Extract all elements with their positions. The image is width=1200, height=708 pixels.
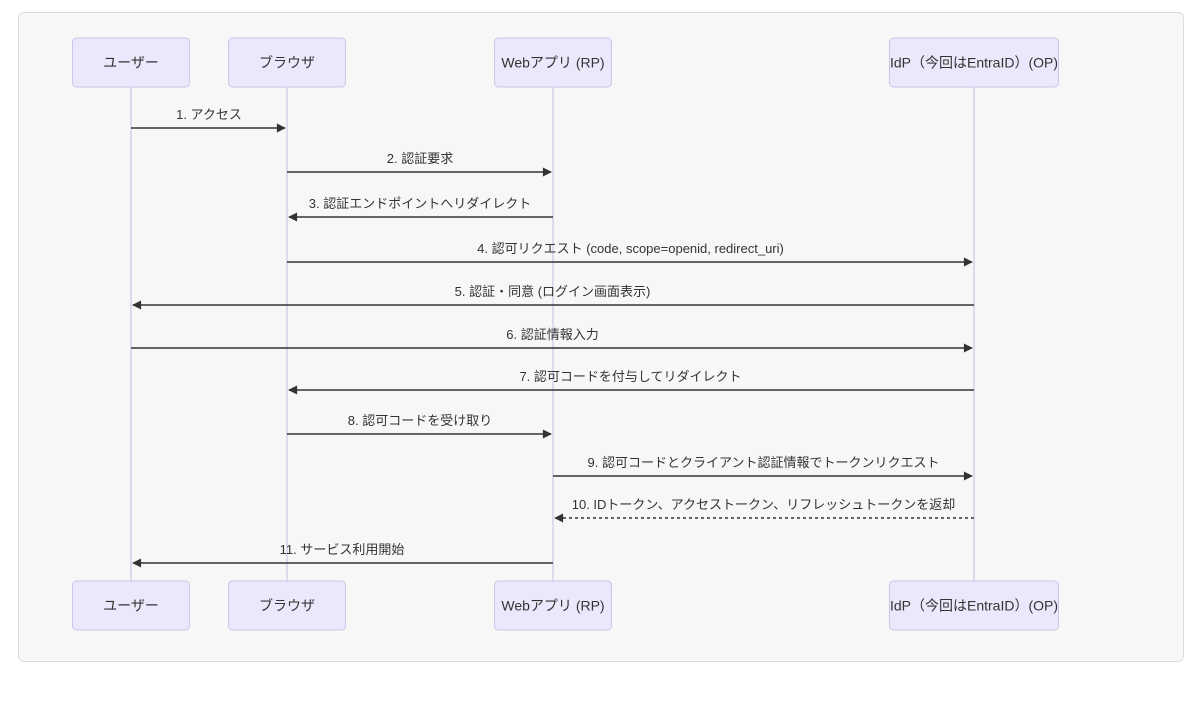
- message-9: 9. 認可コードとクライアント認証情報でトークンリクエスト: [553, 455, 973, 481]
- message-label: 10. IDトークン、アクセストークン、リフレッシュトークンを返却: [572, 497, 955, 512]
- message-6: 6. 認証情報入力: [131, 327, 973, 353]
- message-2: 2. 認証要求: [287, 151, 552, 177]
- message-3: 3. 認証エンドポイントへリダイレクト: [288, 196, 553, 222]
- actor-label-user: ユーザー: [103, 55, 159, 71]
- actor-label-webapp: Webアプリ (RP): [501, 598, 604, 614]
- actor-label-browser: ブラウザ: [259, 55, 315, 71]
- message-1: 1. アクセス: [131, 107, 286, 133]
- message-label: 4. 認可リクエスト (code, scope=openid, redirect…: [477, 241, 784, 256]
- message-label: 2. 認証要求: [387, 151, 453, 166]
- actor-webapp-bottom: Webアプリ (RP): [494, 580, 612, 631]
- actor-label-browser: ブラウザ: [259, 598, 315, 614]
- actor-webapp-top: Webアプリ (RP): [494, 37, 612, 88]
- message-8: 8. 認可コードを受け取り: [287, 413, 552, 439]
- message-5: 5. 認証・同意 (ログイン画面表示): [132, 284, 974, 310]
- message-11: 11. サービス利用開始: [132, 542, 553, 568]
- actor-browser-bottom: ブラウザ: [228, 580, 346, 631]
- actor-browser-top: ブラウザ: [228, 37, 346, 88]
- message-label: 9. 認可コードとクライアント認証情報でトークンリクエスト: [588, 455, 940, 470]
- actor-user-bottom: ユーザー: [72, 580, 190, 631]
- actor-idp-top: IdP（今回はEntraID）(OP): [889, 37, 1059, 88]
- message-7: 7. 認可コードを付与してリダイレクト: [288, 369, 974, 395]
- message-label: 6. 認証情報入力: [506, 327, 598, 342]
- actor-user-top: ユーザー: [72, 37, 190, 88]
- message-label: 7. 認可コードを付与してリダイレクト: [519, 369, 741, 384]
- actor-label-idp: IdP（今回はEntraID）(OP): [890, 598, 1058, 614]
- message-4: 4. 認可リクエスト (code, scope=openid, redirect…: [287, 241, 973, 267]
- message-10: 10. IDトークン、アクセストークン、リフレッシュトークンを返却: [554, 497, 974, 523]
- message-label: 5. 認証・同意 (ログイン画面表示): [455, 284, 651, 299]
- message-label: 11. サービス利用開始: [280, 542, 405, 557]
- actor-label-webapp: Webアプリ (RP): [501, 55, 604, 71]
- actor-label-user: ユーザー: [103, 598, 159, 614]
- message-label: 3. 認証エンドポイントへリダイレクト: [309, 196, 531, 211]
- diagram-card: [18, 12, 1184, 662]
- actor-label-idp: IdP（今回はEntraID）(OP): [890, 55, 1058, 71]
- actor-idp-bottom: IdP（今回はEntraID）(OP): [889, 580, 1059, 631]
- message-label: 1. アクセス: [176, 107, 242, 122]
- message-label: 8. 認可コードを受け取り: [348, 413, 492, 428]
